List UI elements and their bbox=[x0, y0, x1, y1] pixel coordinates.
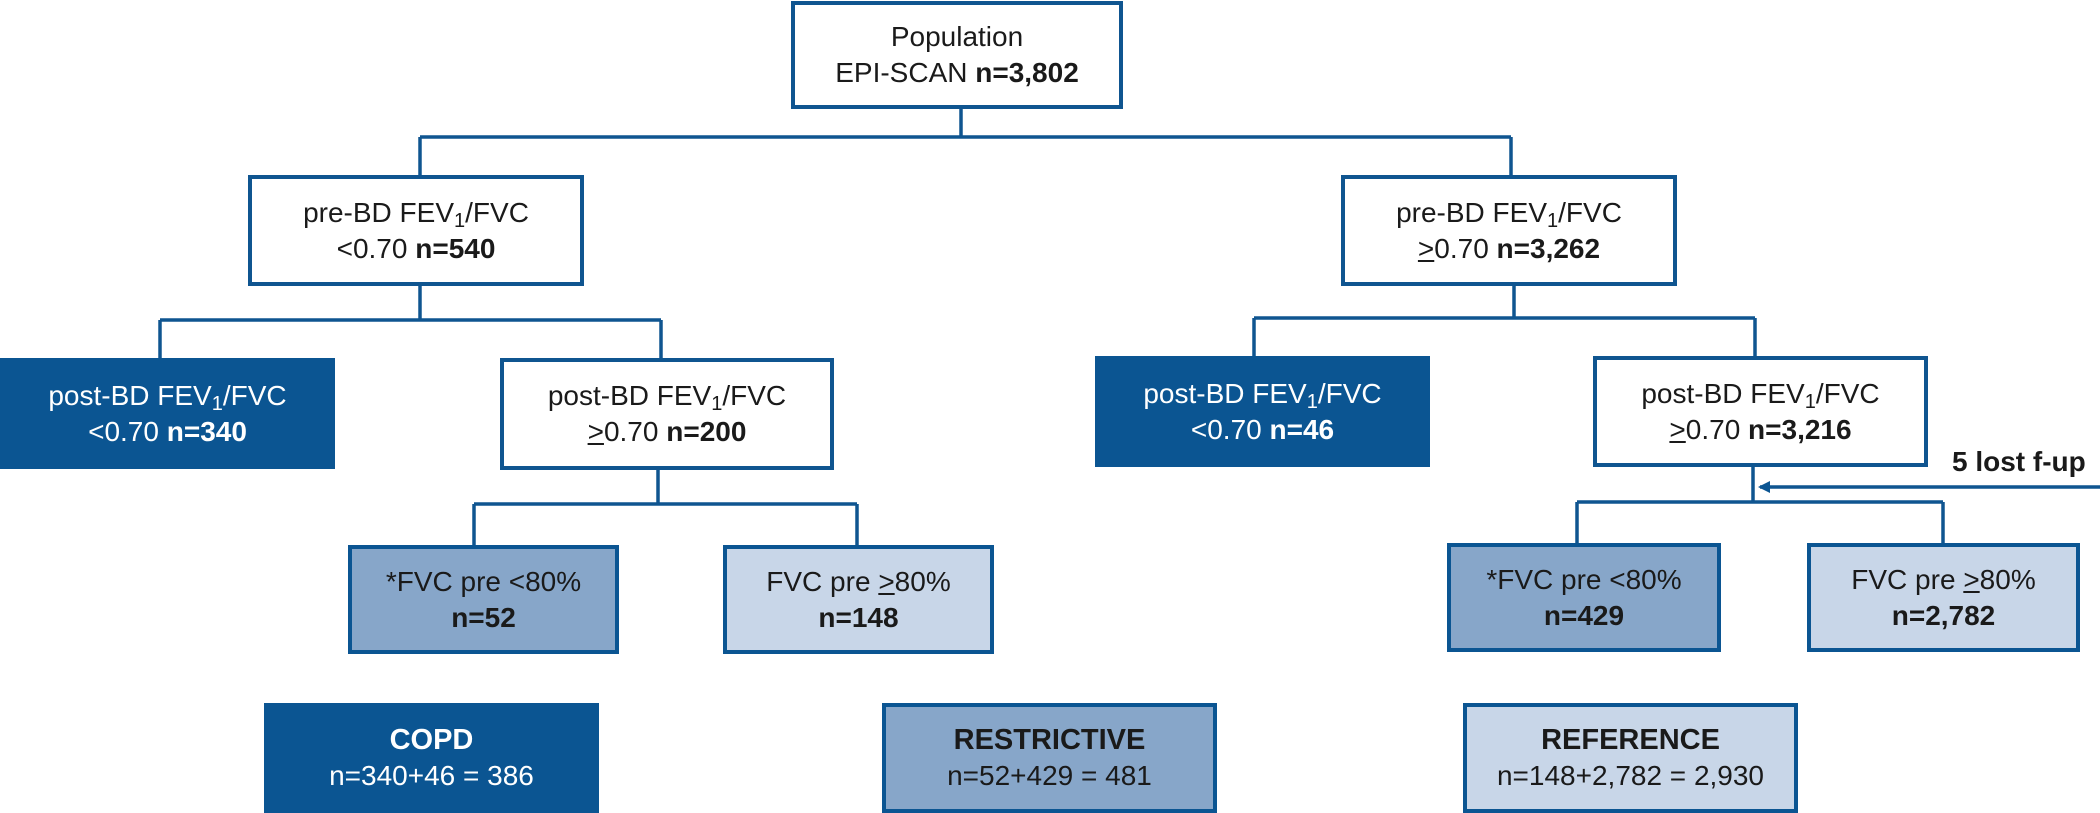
node-fvc-low-right-label: *FVC pre <80% bbox=[1486, 563, 1682, 595]
outcome-copd-title: COPD bbox=[389, 724, 474, 756]
outcome-reference-title: REFERENCE bbox=[1541, 724, 1720, 756]
node-fvc-high-right: FVC pre >80% n=2,782 bbox=[1807, 543, 2080, 652]
lost-followup-label: 5 lost f-up bbox=[1952, 446, 2086, 477]
outcome-copd-formula: n=340+46 = 386 bbox=[329, 760, 534, 791]
node-fvc-low-left: *FVC pre <80% n=52 bbox=[348, 545, 619, 654]
node-pre-bd-low: pre-BD FEV1/FVC <0.70 n=540 bbox=[248, 175, 584, 286]
node-pre-bd-high: pre-BD FEV1/FVC >0.70 n=3,262 bbox=[1341, 175, 1677, 286]
outcome-restrictive-formula: n=52+429 = 481 bbox=[947, 760, 1152, 791]
node-pre-bd-high-threshold: 0.70 bbox=[1434, 232, 1497, 264]
outcome-reference-formula: n=148+2,782 = 2,930 bbox=[1496, 760, 1765, 791]
node-pre-bd-low-threshold: <0.70 bbox=[336, 232, 416, 264]
node-post-bd-low-left: post-BD FEV1/FVC <0.70 n=340 bbox=[0, 358, 335, 469]
outcome-reference: REFERENCE n=148+2,782 = 2,930 bbox=[1463, 703, 1798, 813]
node-post-bd-high-right-count: n=3,216 bbox=[1748, 413, 1852, 445]
node-fvc-low-right-count: n=429 bbox=[1543, 599, 1625, 631]
outcome-copd: COPD n=340+46 = 386 bbox=[264, 703, 599, 813]
node-population-study: EPI-SCAN bbox=[835, 57, 976, 88]
node-fvc-high-left-count: n=148 bbox=[818, 601, 899, 633]
node-post-bd-low-left-label: post-BD FEV bbox=[48, 379, 212, 411]
node-pre-bd-low-count: n=540 bbox=[415, 232, 496, 264]
outcome-restrictive: RESTRICTIVE n=52+429 = 481 bbox=[882, 703, 1217, 813]
node-population-count: n=3,802 bbox=[975, 57, 1079, 88]
node-pre-bd-low-label: pre-BD FEV bbox=[303, 196, 455, 228]
node-fvc-low-right: *FVC pre <80% n=429 bbox=[1447, 543, 1721, 652]
node-pre-bd-high-label: pre-BD FEV bbox=[1396, 196, 1548, 228]
node-fvc-high-left: FVC pre >80% n=148 bbox=[723, 545, 994, 654]
node-population-title: Population bbox=[890, 21, 1024, 52]
node-fvc-high-right-count: n=2,782 bbox=[1891, 599, 1996, 631]
node-post-bd-high-right: post-BD FEV1/FVC >0.70 n=3,216 bbox=[1593, 356, 1928, 467]
node-post-bd-low-left-count: n=340 bbox=[166, 415, 247, 447]
node-post-bd-high-left: post-BD FEV1/FVC >0.70 n=200 bbox=[500, 358, 834, 470]
node-fvc-high-left-label: FVC pre bbox=[766, 565, 879, 597]
node-post-bd-low-right-count: n=46 bbox=[1269, 413, 1335, 445]
node-post-bd-high-left-label: post-BD FEV bbox=[547, 380, 712, 411]
node-post-bd-low-right-label: post-BD FEV bbox=[1143, 377, 1307, 409]
node-fvc-low-left-count: n=52 bbox=[451, 601, 516, 633]
node-post-bd-high-right-label: post-BD FEV bbox=[1641, 377, 1805, 409]
node-post-bd-high-left-count: n=200 bbox=[666, 416, 747, 447]
node-fvc-low-left-label: *FVC pre <80% bbox=[385, 565, 582, 597]
outcome-restrictive-title: RESTRICTIVE bbox=[953, 724, 1146, 756]
node-fvc-high-right-label: FVC pre bbox=[1851, 563, 1964, 595]
node-post-bd-low-right: post-BD FEV1/FVC <0.70 n=46 bbox=[1095, 356, 1430, 467]
node-population: Population EPI-SCAN n=3,802 bbox=[791, 1, 1123, 109]
node-pre-bd-high-count: n=3,262 bbox=[1496, 232, 1601, 264]
